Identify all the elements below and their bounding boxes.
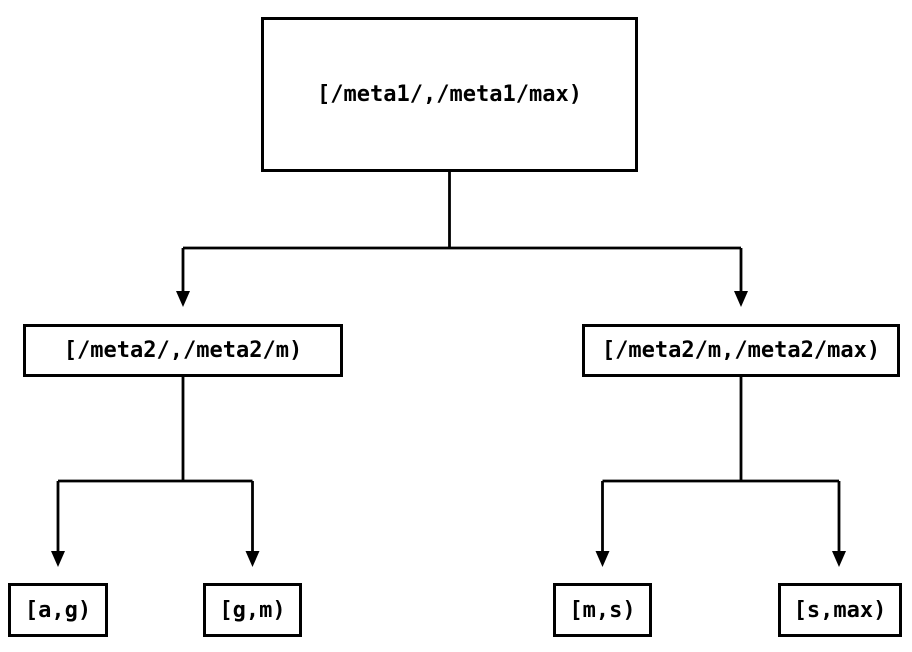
tree-node-meta2-low: [/meta2/,/meta2/m) — [23, 324, 343, 377]
node-label: [a,g) — [24, 597, 92, 623]
tree-node-leaf-g-m: [g,m) — [203, 583, 302, 637]
arrowhead-down-icon — [245, 551, 260, 567]
arrowhead-down-icon — [51, 551, 65, 567]
tree-node-leaf-a-g: [a,g) — [8, 583, 108, 637]
node-label: [/meta2/m,/meta2/max) — [601, 338, 881, 363]
node-label: [m,s) — [569, 597, 636, 623]
edge-meta2-high-to-leaves — [595, 377, 846, 567]
node-label: [s,max) — [793, 597, 887, 623]
edge-root-to-meta2-low-and-high — [176, 172, 748, 307]
arrowhead-down-icon — [832, 551, 846, 567]
arrowhead-down-icon — [176, 291, 190, 307]
edge-trunk-root — [181, 172, 743, 292]
node-label: [/meta2/,/meta2/m) — [63, 338, 303, 363]
tree-node-meta2-high: [/meta2/m,/meta2/max) — [582, 324, 900, 377]
tree-node-leaf-s-max: [s,max) — [778, 583, 902, 637]
edge-trunk-meta2-high — [601, 377, 841, 552]
node-label: [/meta1/,/meta1/max) — [317, 82, 582, 107]
edge-meta2-low-to-leaves — [51, 377, 260, 567]
edge-trunk-meta2-low — [56, 377, 254, 552]
tree-node-leaf-m-s: [m,s) — [553, 583, 652, 637]
arrowhead-down-icon — [734, 291, 748, 307]
tree-node-root: [/meta1/,/meta1/max) — [261, 17, 638, 172]
node-label: [g,m) — [219, 597, 286, 623]
arrowhead-down-icon — [595, 551, 610, 567]
